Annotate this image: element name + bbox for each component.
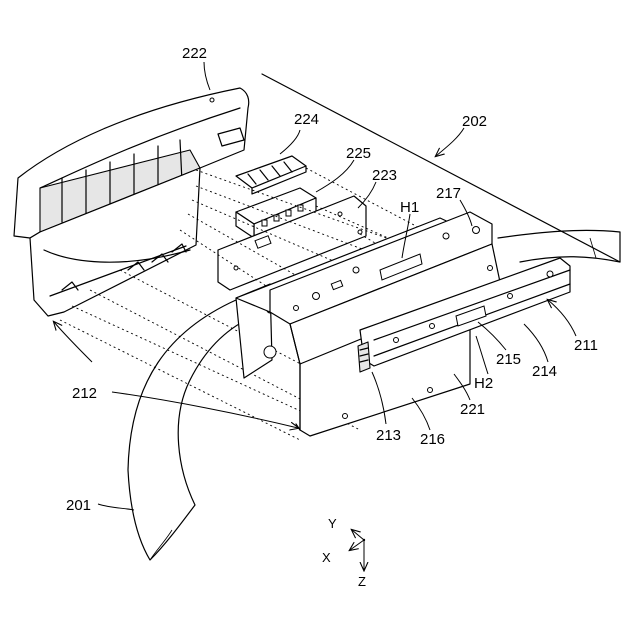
label-221: 221 bbox=[460, 401, 485, 418]
x-axis-arrow bbox=[350, 540, 364, 550]
label-212: 212 bbox=[72, 385, 97, 402]
label-214: 214 bbox=[532, 363, 557, 380]
flexible-cable-201 bbox=[128, 300, 250, 560]
axis-label-x: X bbox=[322, 550, 331, 565]
label-223: 223 bbox=[372, 167, 397, 184]
label-217: 217 bbox=[436, 185, 461, 202]
label-216: 216 bbox=[420, 431, 445, 448]
y-axis-arrow bbox=[352, 530, 364, 540]
cover-222 bbox=[14, 88, 249, 316]
axis-origin bbox=[363, 539, 365, 541]
axis-label-z: Z bbox=[358, 574, 366, 589]
label-213: 213 bbox=[376, 427, 401, 444]
connector-224 bbox=[236, 156, 306, 194]
label-215: 215 bbox=[496, 351, 521, 368]
label-225: 225 bbox=[346, 145, 371, 162]
label-201: 201 bbox=[66, 497, 91, 514]
label-H1: H1 bbox=[400, 199, 419, 216]
coordinate-axes: Y X Z bbox=[322, 516, 366, 589]
label-H2: H2 bbox=[474, 375, 493, 392]
label-211: 211 bbox=[574, 337, 598, 354]
axis-label-y: Y bbox=[328, 516, 337, 531]
label-202: 202 bbox=[462, 113, 487, 130]
label-224: 224 bbox=[294, 111, 319, 128]
label-222: 222 bbox=[182, 45, 207, 62]
